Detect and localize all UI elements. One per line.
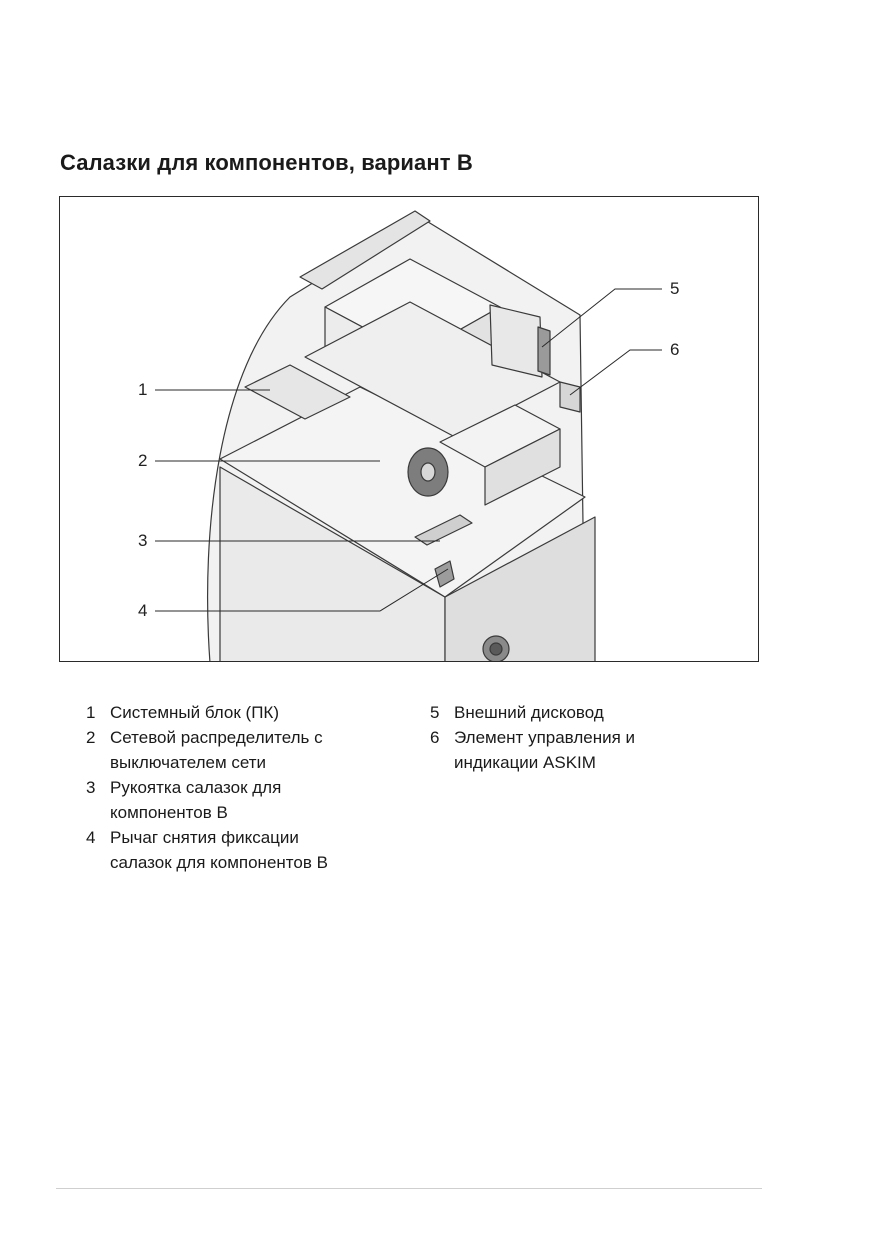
callout-6: 6 [670, 340, 680, 359]
legend-item: 6 Элемент управления и индикации ASKIM [430, 725, 740, 775]
legend-item: 1 Системный блок (ПК) [86, 700, 396, 725]
legend-text: Сетевой распределитель с выключателем се… [110, 728, 323, 772]
machine-diagram: 1 2 3 4 5 6 [59, 196, 759, 662]
legend-text: Рычаг снятия фиксации салазок для компон… [110, 828, 328, 872]
sled-handle [414, 514, 473, 546]
legend-num: 4 [86, 828, 96, 847]
drive-slot [537, 326, 551, 376]
legend-item: 3 Рукоятка салазок для компонентов B [86, 775, 396, 825]
legend-item: 2 Сетевой распределитель с выключателем … [86, 725, 396, 775]
leader-line-4 [155, 568, 449, 612]
leader-line-5 [541, 288, 662, 348]
legend-num: 2 [86, 728, 96, 747]
legend-item: 4 Рычаг снятия фиксации салазок для комп… [86, 825, 396, 875]
legend-num: 6 [430, 728, 440, 747]
cabinet-side [444, 516, 596, 661]
legend-num: 5 [430, 703, 440, 722]
legend-num: 1 [86, 703, 96, 722]
callout-2: 2 [138, 451, 148, 470]
callout-4: 4 [138, 601, 148, 620]
drive-unit [489, 304, 543, 378]
cabinet-front [219, 466, 446, 661]
page-title: Салазки для компонентов, вариант B [60, 150, 473, 175]
legend-text: Элемент управления и индикации ASKIM [454, 728, 636, 772]
legend-text: Рукоятка салазок для компонентов B [110, 778, 282, 822]
footer-divider [56, 1188, 762, 1189]
legend-num: 3 [86, 778, 96, 797]
callout-5: 5 [670, 279, 680, 298]
legend-right: 5 Внешний дисковод 6 Элемент управления … [430, 700, 740, 775]
lower-box-front [484, 428, 561, 506]
legend-item: 5 Внешний дисковод [430, 700, 740, 725]
legend-text: Системный блок (ПК) [110, 703, 279, 722]
legend-text: Внешний дисковод [454, 703, 604, 722]
release-lever [434, 560, 455, 588]
diagram-drawing [155, 210, 662, 661]
legend-left: 1 Системный блок (ПК) 2 Сетевой распреде… [86, 700, 396, 875]
callout-1: 1 [138, 380, 148, 399]
askim-panel [559, 381, 581, 413]
leader-line-6 [569, 349, 662, 396]
top-lid [299, 210, 431, 290]
power-strip [244, 364, 351, 420]
callout-3: 3 [138, 531, 148, 550]
